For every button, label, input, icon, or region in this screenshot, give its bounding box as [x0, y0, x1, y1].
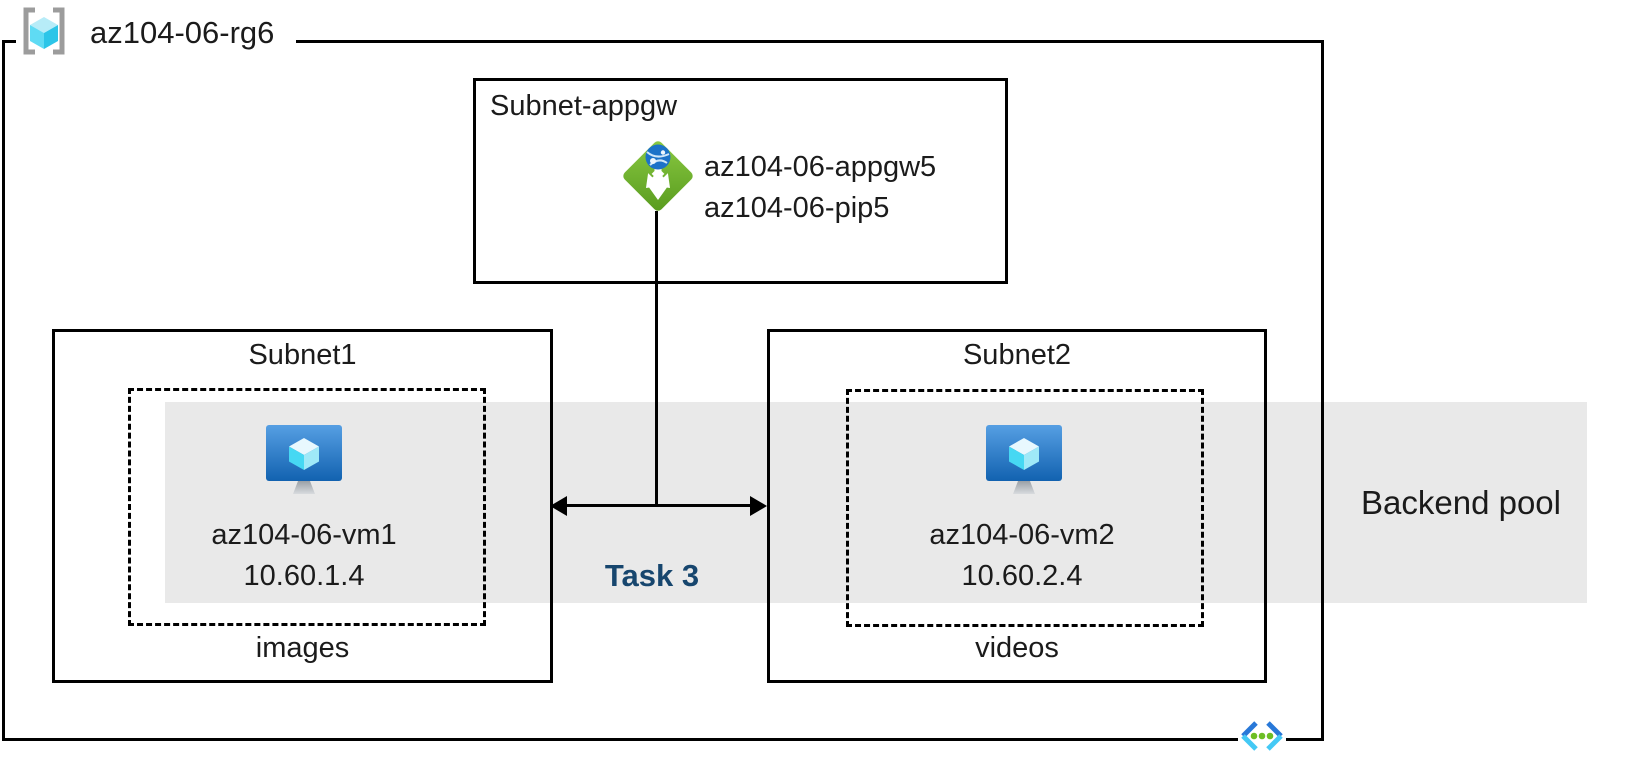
vm2-ip: 10.60.2.4: [961, 560, 1083, 592]
vm2-name: az104-06-vm2: [929, 519, 1115, 551]
subnet1-backend-group: [128, 388, 486, 626]
virtual-network-icon: [1238, 719, 1286, 760]
subnet1-title: Subnet1: [248, 339, 357, 371]
vm2-labels: az104-06-vm2 10.60.2.4: [846, 515, 1198, 597]
appgw-name: az104-06-appgw5: [704, 151, 937, 183]
arrow-head-left: [550, 496, 567, 516]
subnet1-box: Subnet1 az104-06-vm1: [52, 329, 553, 683]
backend-pool-label: Backend pool: [1361, 483, 1561, 521]
backend-pool-band: [165, 402, 1587, 603]
appgw-labels: az104-06-appgw5 az104-06-pip5: [704, 147, 936, 229]
subnet1-folder-label: images: [255, 632, 350, 664]
vm1-labels: az104-06-vm1 10.60.1.4: [128, 515, 480, 597]
subnet2-folder-label: videos: [975, 632, 1059, 664]
appgw-subnet-title: Subnet-appgw: [490, 90, 678, 122]
subnet2-title: Subnet2: [962, 339, 1072, 371]
resource-group-icon: [18, 6, 70, 61]
appgw-subnet-box: Subnet-appgw: [473, 78, 1008, 284]
resource-group-box: [2, 40, 1324, 741]
vm1-name: az104-06-vm1: [211, 519, 397, 551]
arrow-head-right: [750, 496, 767, 516]
resource-group-name: az104-06-rg6: [90, 15, 275, 50]
virtual-machine-icon: [984, 423, 1064, 504]
subnet-arrow-line: [563, 504, 761, 507]
vm1-ip: 10.60.1.4: [243, 560, 365, 592]
subnet2-box: Subnet2 az104-06-vm2: [767, 329, 1267, 683]
task-label: Task 3: [604, 558, 700, 593]
gateway-connector-line: [655, 211, 658, 506]
application-gateway-icon: [616, 134, 700, 223]
subnet2-backend-group: [846, 389, 1204, 627]
virtual-machine-icon: [264, 423, 344, 504]
resource-group-header: az104-06-rg6: [16, 4, 297, 62]
appgw-public-ip: az104-06-pip5: [704, 192, 890, 224]
